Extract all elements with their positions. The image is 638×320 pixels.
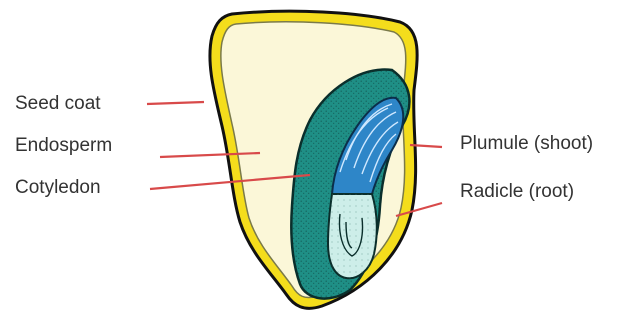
plumule-label: Plumule (shoot) (460, 133, 593, 154)
endosperm-label: Endosperm (15, 135, 112, 156)
cotyledon-label: Cotyledon (15, 177, 101, 198)
seed-coat-label: Seed coat (15, 93, 101, 114)
radicle-label: Radicle (root) (460, 181, 574, 202)
seed-coat-leader (147, 102, 204, 104)
